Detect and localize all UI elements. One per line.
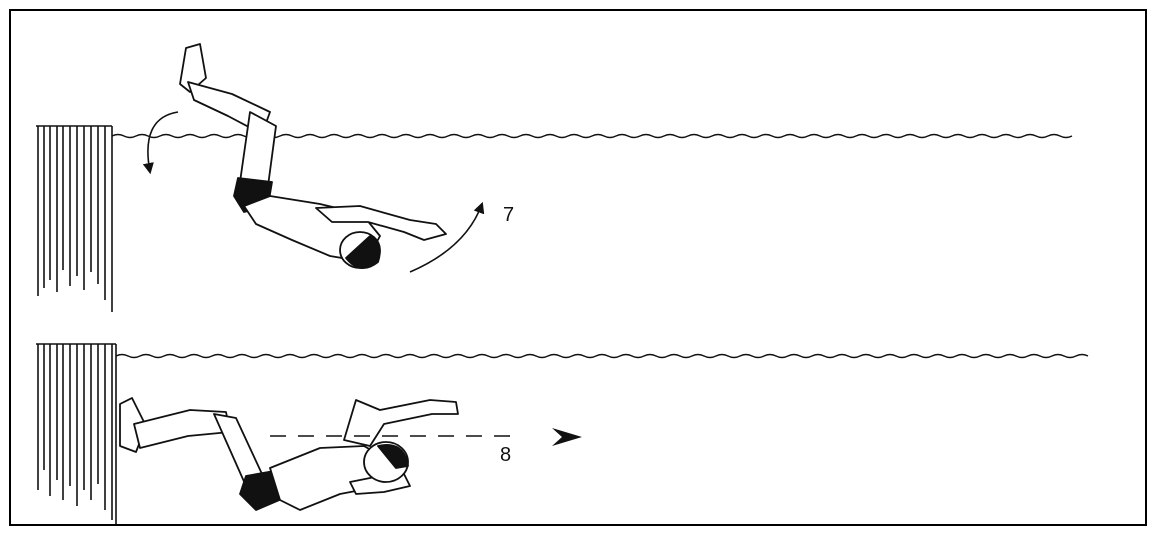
- panel-step-8: [36, 343, 1089, 524]
- rotation-arrow-left: [142, 111, 179, 175]
- step-label-8: 8: [500, 444, 512, 466]
- pool-wall-bottom: [36, 343, 117, 524]
- swimmer-pushoff-figure: [119, 397, 459, 511]
- pool-wall-top: [36, 125, 113, 312]
- swimmer-tumble-figure: [179, 43, 447, 269]
- water-line-bottom: [115, 353, 1089, 359]
- step-label-7: 7: [503, 204, 515, 226]
- glide-arrowhead-icon: [552, 428, 582, 446]
- rotation-arrow-7: [409, 201, 485, 273]
- panel-step-7: [36, 43, 1073, 312]
